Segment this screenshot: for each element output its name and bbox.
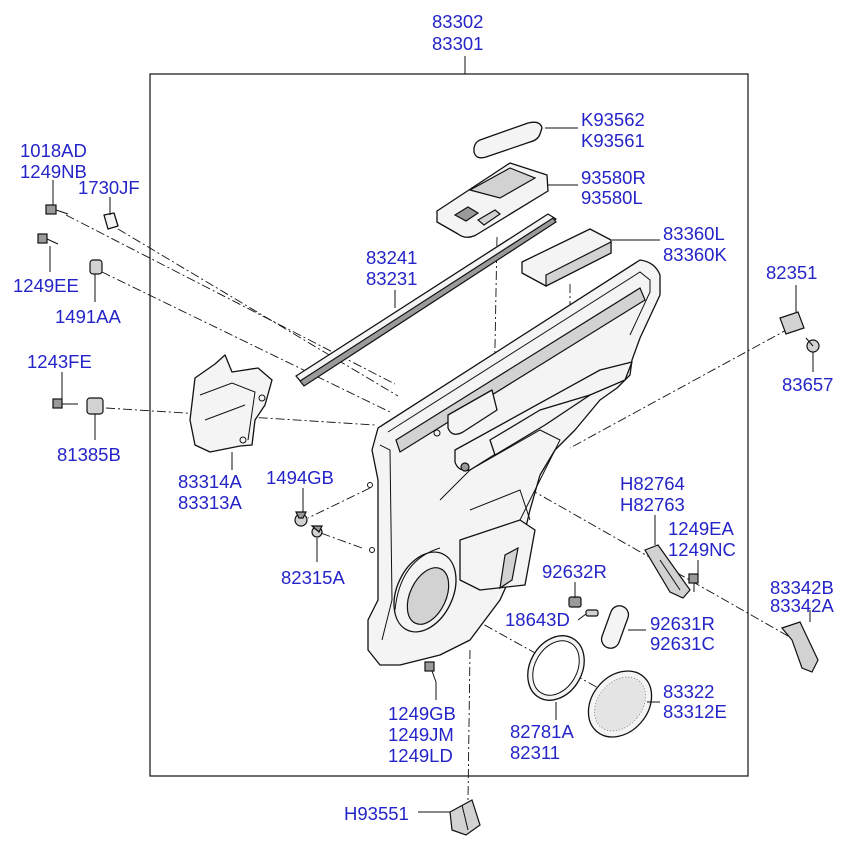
- clip-1730JF: [103, 212, 119, 230]
- screw-1243FE: [52, 398, 78, 409]
- bulb-18643D: [585, 609, 599, 617]
- label-K93561: K93561: [581, 130, 645, 151]
- label-1018AD: 1018AD: [20, 140, 87, 161]
- label-83241: 83241: [366, 247, 417, 268]
- label-83314A: 83314A: [178, 471, 242, 492]
- armrest-pad: [473, 121, 543, 159]
- clip-82315A: [310, 525, 323, 538]
- label-1249NB: 1249NB: [20, 161, 87, 182]
- label-1249NC: 1249NC: [668, 539, 736, 560]
- trim-83342: [780, 621, 819, 673]
- screw-1249EA: [688, 573, 699, 592]
- label-18643D: 18643D: [505, 609, 570, 630]
- label-92631C: 92631C: [650, 633, 715, 654]
- screw-1249GB: [424, 661, 437, 683]
- clip-92632R: [568, 596, 582, 608]
- label-83342B: 83342B: [770, 577, 834, 598]
- label-1249EE: 1249EE: [13, 275, 79, 296]
- bracket-82351: [779, 311, 805, 335]
- label-83301: 83301: [432, 33, 483, 54]
- label-1730JF: 1730JF: [78, 177, 140, 198]
- label-H82764: H82764: [620, 473, 685, 494]
- lamp-lens-92631R: [600, 605, 630, 649]
- label-K93562: K93562: [581, 109, 645, 130]
- clip-1494GB: [294, 511, 308, 527]
- label-83342A: 83342A: [770, 595, 834, 616]
- label-83322: 83322: [663, 681, 714, 702]
- speaker-bracket: [189, 354, 273, 453]
- power-window-switch-panel: [436, 162, 549, 238]
- clip-83657: [805, 337, 820, 353]
- label-1249LD: 1249LD: [388, 745, 453, 766]
- label-83312E: 83312E: [663, 701, 727, 722]
- label-83313A: 83313A: [178, 492, 242, 513]
- speaker-grille-83322: [587, 670, 653, 738]
- bracket-H82764: [644, 544, 691, 599]
- label-1494GB: 1494GB: [266, 467, 334, 488]
- part-number-labels: 83302 83301 K93562 K93561 93580R 93580L …: [13, 11, 834, 824]
- belt-weatherstrip: [295, 213, 557, 387]
- label-1249EA: 1249EA: [668, 518, 734, 539]
- label-92631R: 92631R: [650, 613, 715, 634]
- label-83657: 83657: [782, 374, 833, 395]
- label-92632R: 92632R: [542, 561, 607, 582]
- label-82315A: 82315A: [281, 567, 345, 588]
- door-trim-panel: [367, 259, 661, 666]
- label-83231: 83231: [366, 268, 417, 289]
- leader-lines: [49, 127, 814, 813]
- label-H82763: H82763: [620, 494, 685, 515]
- label-1249GB: 1249GB: [388, 703, 456, 724]
- label-81385B: 81385B: [57, 444, 121, 465]
- label-93580R: 93580R: [581, 167, 646, 188]
- speaker-ring-82781A: [527, 635, 585, 701]
- pocket-cover: [521, 228, 612, 287]
- label-1491AA: 1491AA: [55, 306, 121, 327]
- label-82311: 82311: [510, 742, 560, 763]
- label-H93551: H93551: [344, 803, 409, 824]
- screw-1018AD: [45, 204, 69, 215]
- label-83360L: 83360L: [663, 223, 725, 244]
- label-82781A: 82781A: [510, 721, 574, 742]
- assembly-frame: [149, 73, 749, 777]
- screw-1249EE: [37, 233, 59, 245]
- label-1249JM: 1249JM: [388, 724, 454, 745]
- label-83302: 83302: [432, 11, 483, 32]
- grommet-1491AA: [89, 259, 103, 275]
- bracket-H93551: [449, 799, 481, 836]
- label-83360K: 83360K: [663, 244, 727, 265]
- label-93580L: 93580L: [581, 187, 643, 208]
- grommet-81385B: [86, 397, 104, 415]
- label-82351: 82351: [766, 262, 817, 283]
- label-1243FE: 1243FE: [27, 351, 92, 372]
